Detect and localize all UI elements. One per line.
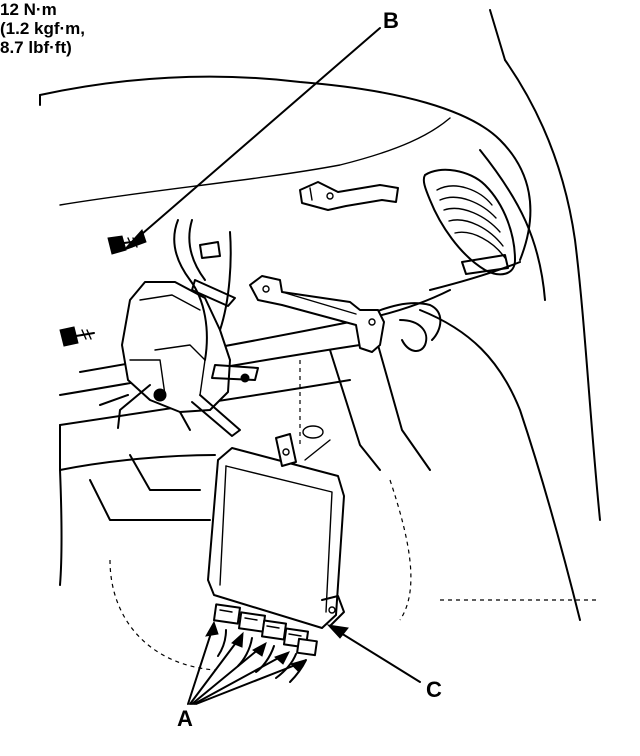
leader-b (123, 27, 381, 251)
callout-a-label: A (177, 706, 193, 731)
torque-spec: 12 N·m (1.2 kgf·m, 8.7 lbf·ft) (0, 0, 640, 57)
air-vent (422, 168, 516, 276)
ecm-mounting-bracket (249, 275, 385, 353)
callout-b-label: B (383, 8, 399, 33)
leader-a (187, 620, 307, 705)
lower-dash-panel (59, 289, 451, 586)
hidden-lines (109, 360, 600, 671)
torque-lbfft: 8.7 lbf·ft) (0, 38, 72, 57)
steering-column-housing (99, 219, 259, 437)
leader-c (326, 624, 421, 683)
callout-c-label: C (426, 677, 442, 702)
bolt-left (59, 326, 95, 347)
upper-bracket (299, 181, 399, 211)
dashboard-outline (39, 9, 601, 621)
torque-kgfm: (1.2 kgf·m, (0, 19, 86, 38)
torque-nm: 12 N·m (0, 0, 57, 19)
ecm-unit (207, 433, 345, 629)
ecm-connectors (213, 603, 318, 683)
